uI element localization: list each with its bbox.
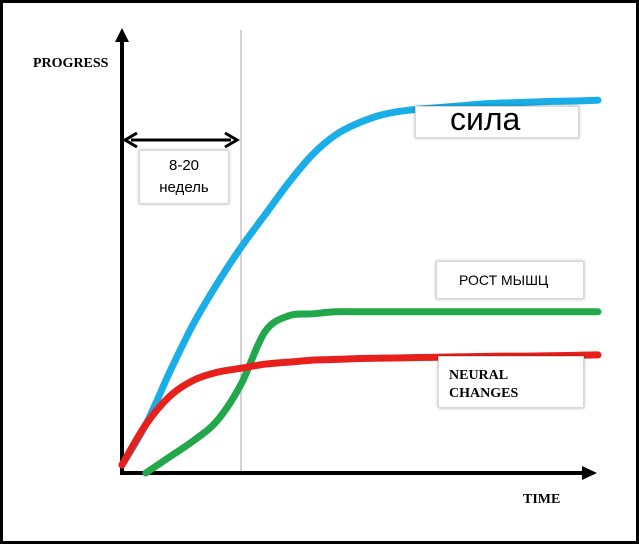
- period-arrow-left-head: [122, 131, 138, 149]
- legend-muscle-growth-label: РОСТ МЫШЦ: [459, 272, 549, 288]
- legend-neural-changes-label: NEURAL CHANGES: [449, 368, 519, 401]
- legend-sila: сила: [415, 101, 579, 138]
- legend-muscle-growth: РОСТ МЫШЦ: [436, 261, 584, 299]
- x-axis-label: TIME: [523, 492, 561, 507]
- y-axis-label: PROGRESS: [33, 56, 109, 71]
- period-label-line2: недель: [159, 179, 209, 196]
- x-axis-arrow: [582, 466, 597, 480]
- series-line-muscle-growth: [142, 308, 602, 477]
- period-label: 8-20 недель: [139, 150, 229, 204]
- series-line-sila: [118, 96, 602, 469]
- legend-neural-changes: NEURAL CHANGES: [438, 356, 584, 408]
- legend-sila-label: сила: [450, 101, 521, 137]
- period-arrow-right-head: [224, 131, 240, 149]
- y-axis-arrow: [115, 28, 129, 42]
- axes: [115, 28, 597, 480]
- period-label-line1: 8-20: [168, 157, 200, 174]
